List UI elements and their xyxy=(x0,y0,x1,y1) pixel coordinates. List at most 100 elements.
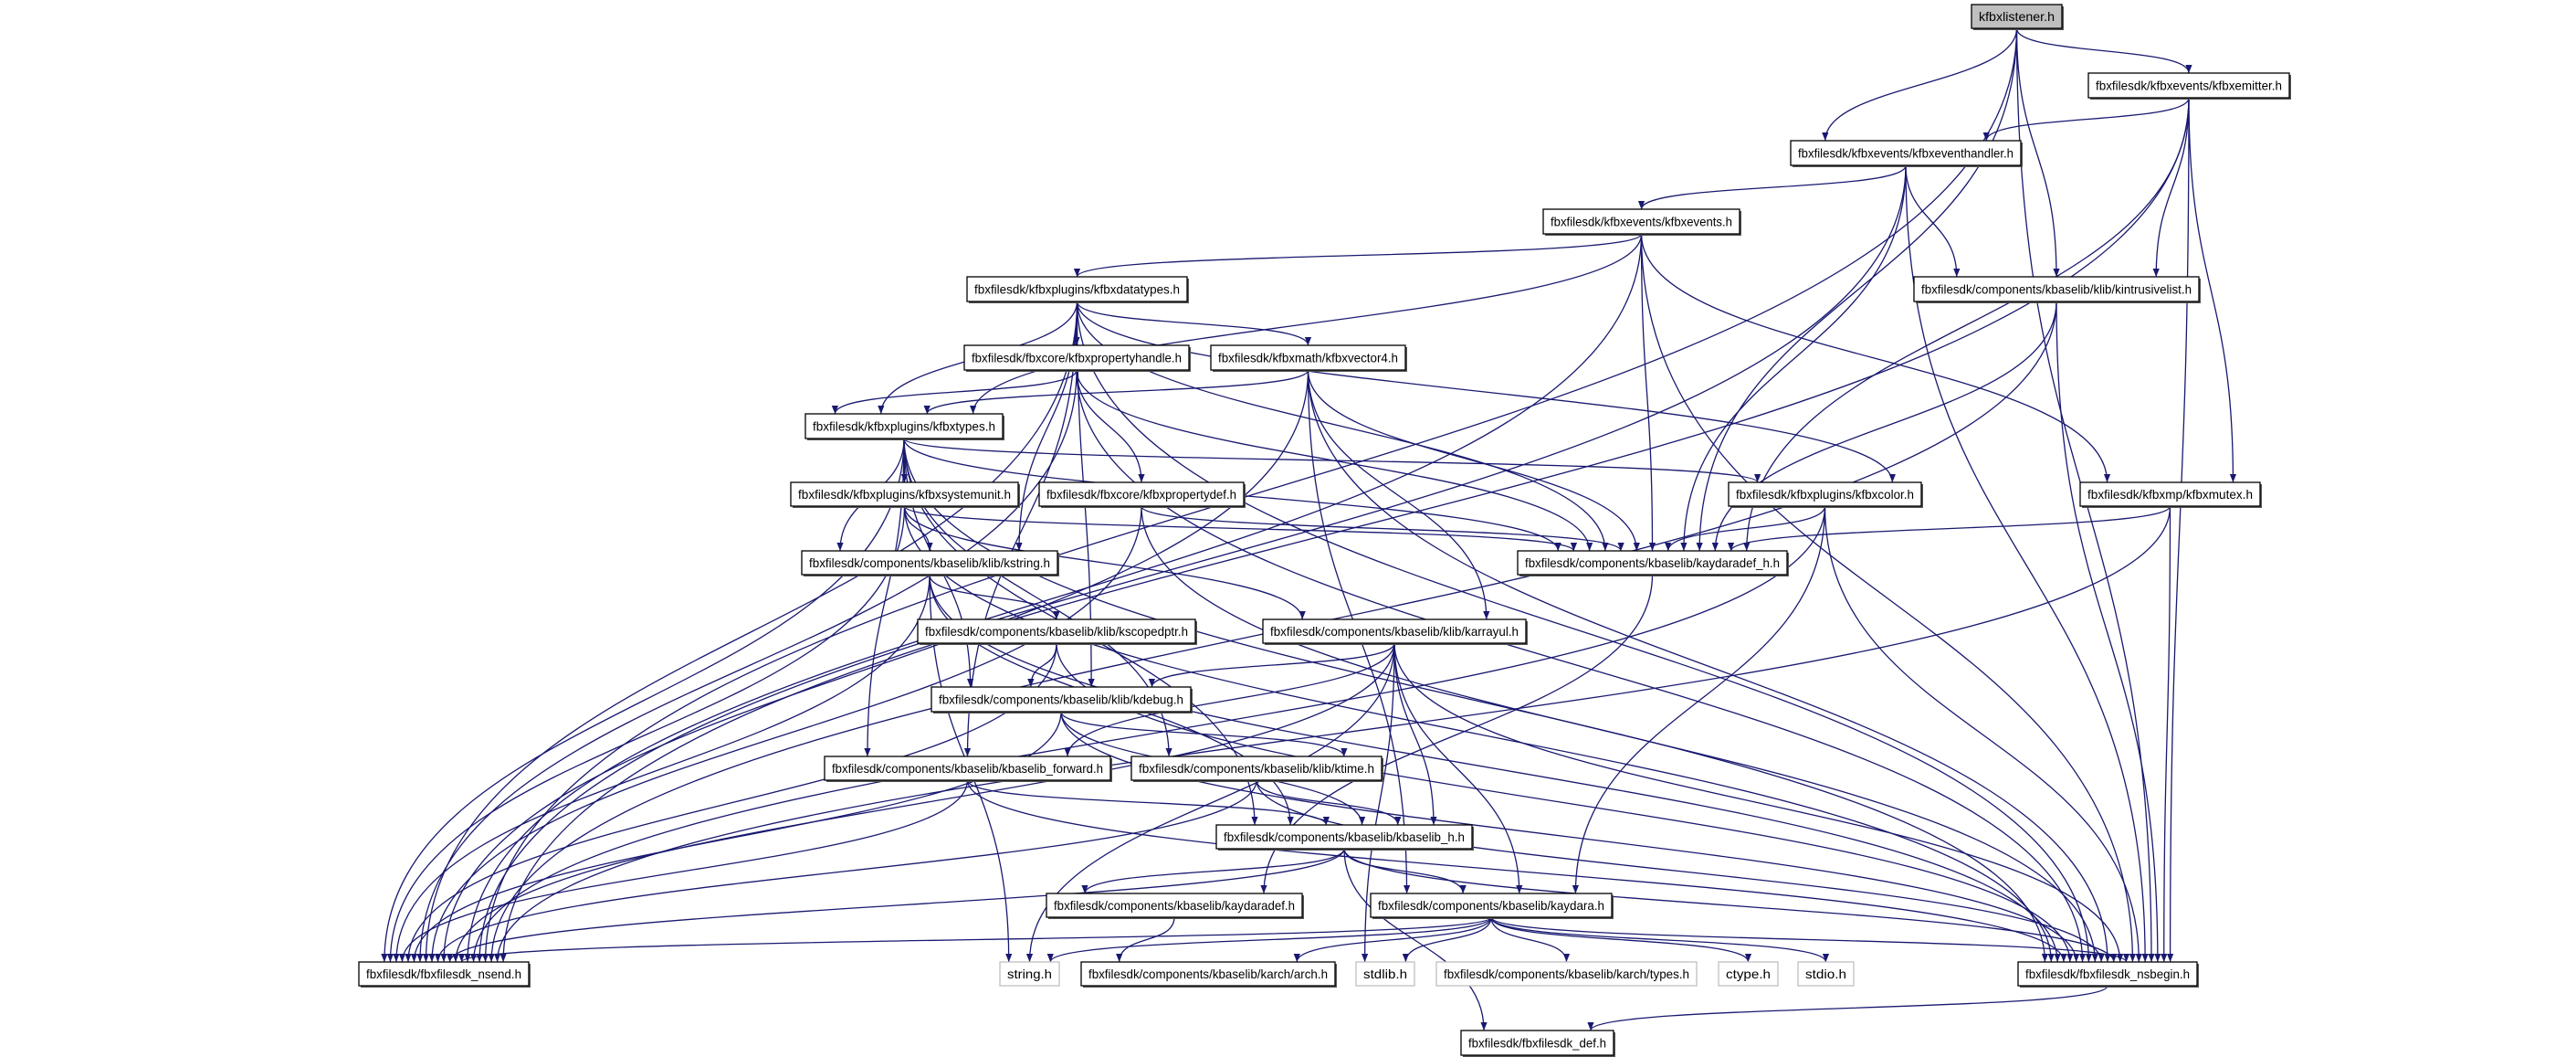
node-kdebug[interactable]: fbxfilesdk/components/kbaselib/klib/kdeb… xyxy=(931,686,1193,713)
edge-kbaselib_forward-to-kbaselib_h xyxy=(966,779,1330,826)
node-emitter[interactable]: fbxfilesdk/kfbxevents/kfbxemitter.h xyxy=(2087,72,2291,100)
node-events[interactable]: fbxfilesdk/kfbxevents/kfbxevents.h xyxy=(1542,208,1741,236)
edge-events-to-kaydaradef_h xyxy=(1640,233,1656,552)
edge-emitter-to-intrusivelist xyxy=(2152,97,2190,278)
node-box[interactable] xyxy=(1971,4,2063,29)
edge-events-to-datatypes xyxy=(1074,233,1643,278)
node-kaydaradef[interactable]: fbxfilesdk/components/kbaselib/kaydarade… xyxy=(1046,893,1304,919)
node-box[interactable] xyxy=(999,961,1060,987)
node-box[interactable] xyxy=(804,413,1004,439)
edge-color-to-nsend xyxy=(470,505,1826,963)
node-def[interactable]: fbxfilesdk/fbxfilesdk_def.h xyxy=(1460,1030,1615,1057)
edge-events-to-mutex xyxy=(1640,233,2111,483)
node-box[interactable] xyxy=(963,344,1190,371)
node-nsend[interactable]: fbxfilesdk/fbxfilesdk_nsend.h xyxy=(358,961,531,988)
node-label: fbxfilesdk/fbxfilesdk_nsend.h xyxy=(366,967,521,981)
node-box[interactable] xyxy=(1913,276,2200,302)
node-propertydef[interactable]: fbxfilesdk/fbxcore/kfbxpropertydef.h xyxy=(1038,481,1246,508)
node-box[interactable] xyxy=(2079,481,2261,507)
node-box[interactable] xyxy=(2087,72,2290,99)
node-box[interactable] xyxy=(801,550,1058,576)
node-label: fbxfilesdk/fbxfilesdk_def.h xyxy=(1468,1036,1606,1051)
node-mutex[interactable]: fbxfilesdk/kfbxmp/kfbxmutex.h xyxy=(2079,481,2262,508)
node-label: fbxfilesdk/components/kbaselib/klib/kdeb… xyxy=(939,692,1183,707)
node-box[interactable] xyxy=(1435,961,1698,987)
node-box[interactable] xyxy=(1038,481,1245,507)
node-box[interactable] xyxy=(1355,961,1415,987)
node-box[interactable] xyxy=(917,618,1196,644)
node-kbaselib_forward[interactable]: fbxfilesdk/components/kbaselib/kbaselib_… xyxy=(824,756,1112,782)
edge-emitter-to-kaydaradef_h xyxy=(1743,97,2190,552)
node-kscopedptr[interactable]: fbxfilesdk/components/kbaselib/klib/ksco… xyxy=(917,618,1197,645)
edge-datatypes-to-kbaselib_forward xyxy=(963,301,1078,757)
node-box[interactable] xyxy=(1370,893,1613,918)
node-listener[interactable]: kfbxlistener.h xyxy=(1971,4,2064,30)
edge-mutex-to-nsbegin xyxy=(2161,505,2171,963)
node-types[interactable]: fbxfilesdk/kfbxplugins/kfbxtypes.h xyxy=(804,413,1004,440)
node-label: stdlib.h xyxy=(1363,967,1407,981)
edge-kbaselib_h-to-kaydara xyxy=(1343,848,1467,894)
node-box[interactable] xyxy=(790,481,1019,507)
node-box[interactable] xyxy=(1215,824,1473,850)
node-karrayul[interactable]: fbxfilesdk/components/kbaselib/klib/karr… xyxy=(1262,618,1528,645)
node-nsbegin[interactable]: fbxfilesdk/fbxfilesdk_nsbegin.h xyxy=(2017,961,2199,988)
node-label: fbxfilesdk/fbxcore/kfbxpropertyhandle.h xyxy=(972,351,1182,365)
node-box[interactable] xyxy=(358,961,530,987)
node-box[interactable] xyxy=(931,686,1192,713)
node-eventhandler[interactable]: fbxfilesdk/kfbxevents/kfbxeventhandler.h xyxy=(1790,140,2023,167)
node-label: fbxfilesdk/kfbxmath/kfbxvector4.h xyxy=(1218,351,1398,365)
node-ctype[interactable]: ctype.h xyxy=(1718,961,1779,987)
edge-datatypes-to-vector4 xyxy=(1076,301,1312,346)
node-box[interactable] xyxy=(1517,550,1788,576)
edge-events-to-nsbegin xyxy=(1640,233,2137,963)
edge-propertyhandle-to-kaydaradef_h xyxy=(1076,369,1593,552)
node-systemunit[interactable]: fbxfilesdk/kfbxplugins/kfbxsystemunit.h xyxy=(790,481,1020,508)
edge-events-to-types xyxy=(970,233,1643,415)
node-box[interactable] xyxy=(1797,961,1855,987)
edge-karrayul-to-kbaselib_forward xyxy=(1064,642,1395,757)
edge-systemunit-to-nsend xyxy=(386,505,906,963)
node-kbaselib_h[interactable]: fbxfilesdk/components/kbaselib/kbaselib_… xyxy=(1215,824,1474,851)
node-ktime[interactable]: fbxfilesdk/components/kbaselib/klib/ktim… xyxy=(1130,756,1383,782)
edge-kaydara-to-nsend xyxy=(458,916,1492,963)
node-box[interactable] xyxy=(1262,618,1527,644)
node-archtypes[interactable]: fbxfilesdk/components/kbaselib/karch/typ… xyxy=(1435,961,1698,987)
edge-kbaselib_forward-to-nsbegin xyxy=(966,779,2067,963)
edge-kaydaradef-to-arch xyxy=(1116,916,1175,963)
node-stdlib[interactable]: stdlib.h xyxy=(1355,961,1415,987)
node-box[interactable] xyxy=(1542,208,1740,235)
node-box[interactable] xyxy=(1790,140,2022,166)
node-label: fbxfilesdk/components/kbaselib/karch/arc… xyxy=(1088,967,1328,981)
node-color[interactable]: fbxfilesdk/kfbxplugins/kfbxcolor.h xyxy=(1728,481,1923,508)
edge-listener-to-intrusivelist xyxy=(2015,27,2060,278)
node-arch[interactable]: fbxfilesdk/components/kbaselib/karch/arc… xyxy=(1080,961,1337,988)
node-box[interactable] xyxy=(1718,961,1779,987)
node-box[interactable] xyxy=(1080,961,1336,987)
node-box[interactable] xyxy=(1046,893,1303,918)
node-label: fbxfilesdk/kfbxevents/kfbxevents.h xyxy=(1551,215,1732,229)
node-kaydara[interactable]: fbxfilesdk/components/kbaselib/kaydara.h xyxy=(1370,893,1614,919)
node-box[interactable] xyxy=(2017,961,2198,987)
node-box[interactable] xyxy=(1460,1030,1614,1056)
edge-vector4-to-karrayul xyxy=(1307,369,1490,620)
edge-kbaselib_h-to-nsbegin xyxy=(1343,848,2118,963)
node-intrusivelist[interactable]: fbxfilesdk/components/kbaselib/klib/kint… xyxy=(1913,276,2201,303)
node-box[interactable] xyxy=(966,276,1188,302)
node-box[interactable] xyxy=(1728,481,1922,507)
node-stdio[interactable]: stdio.h xyxy=(1797,961,1855,987)
node-box[interactable] xyxy=(1130,756,1383,781)
node-label: fbxfilesdk/components/kbaselib/klib/kint… xyxy=(1921,282,2192,297)
edge-karrayul-to-kdebug xyxy=(1148,642,1395,688)
node-box[interactable] xyxy=(1210,344,1406,371)
node-vector4[interactable]: fbxfilesdk/kfbxmath/kfbxvector4.h xyxy=(1210,344,1407,372)
node-box[interactable] xyxy=(824,756,1111,781)
node-propertyhandle[interactable]: fbxfilesdk/fbxcore/kfbxpropertyhandle.h xyxy=(963,344,1191,372)
node-kstring[interactable]: fbxfilesdk/components/kbaselib/klib/kstr… xyxy=(801,550,1059,576)
edge-color-to-kaydara xyxy=(1572,505,1826,894)
node-string[interactable]: string.h xyxy=(999,961,1060,987)
edge-kstring-to-nsbegin xyxy=(929,574,2061,963)
node-datatypes[interactable]: fbxfilesdk/kfbxplugins/kfbxdatatypes.h xyxy=(966,276,1189,303)
edge-emitter-to-nsbegin xyxy=(2167,97,2190,963)
node-kaydaradef_h[interactable]: fbxfilesdk/components/kbaselib/kaydarade… xyxy=(1517,550,1789,576)
edge-listener-to-emitter xyxy=(2015,27,2192,74)
